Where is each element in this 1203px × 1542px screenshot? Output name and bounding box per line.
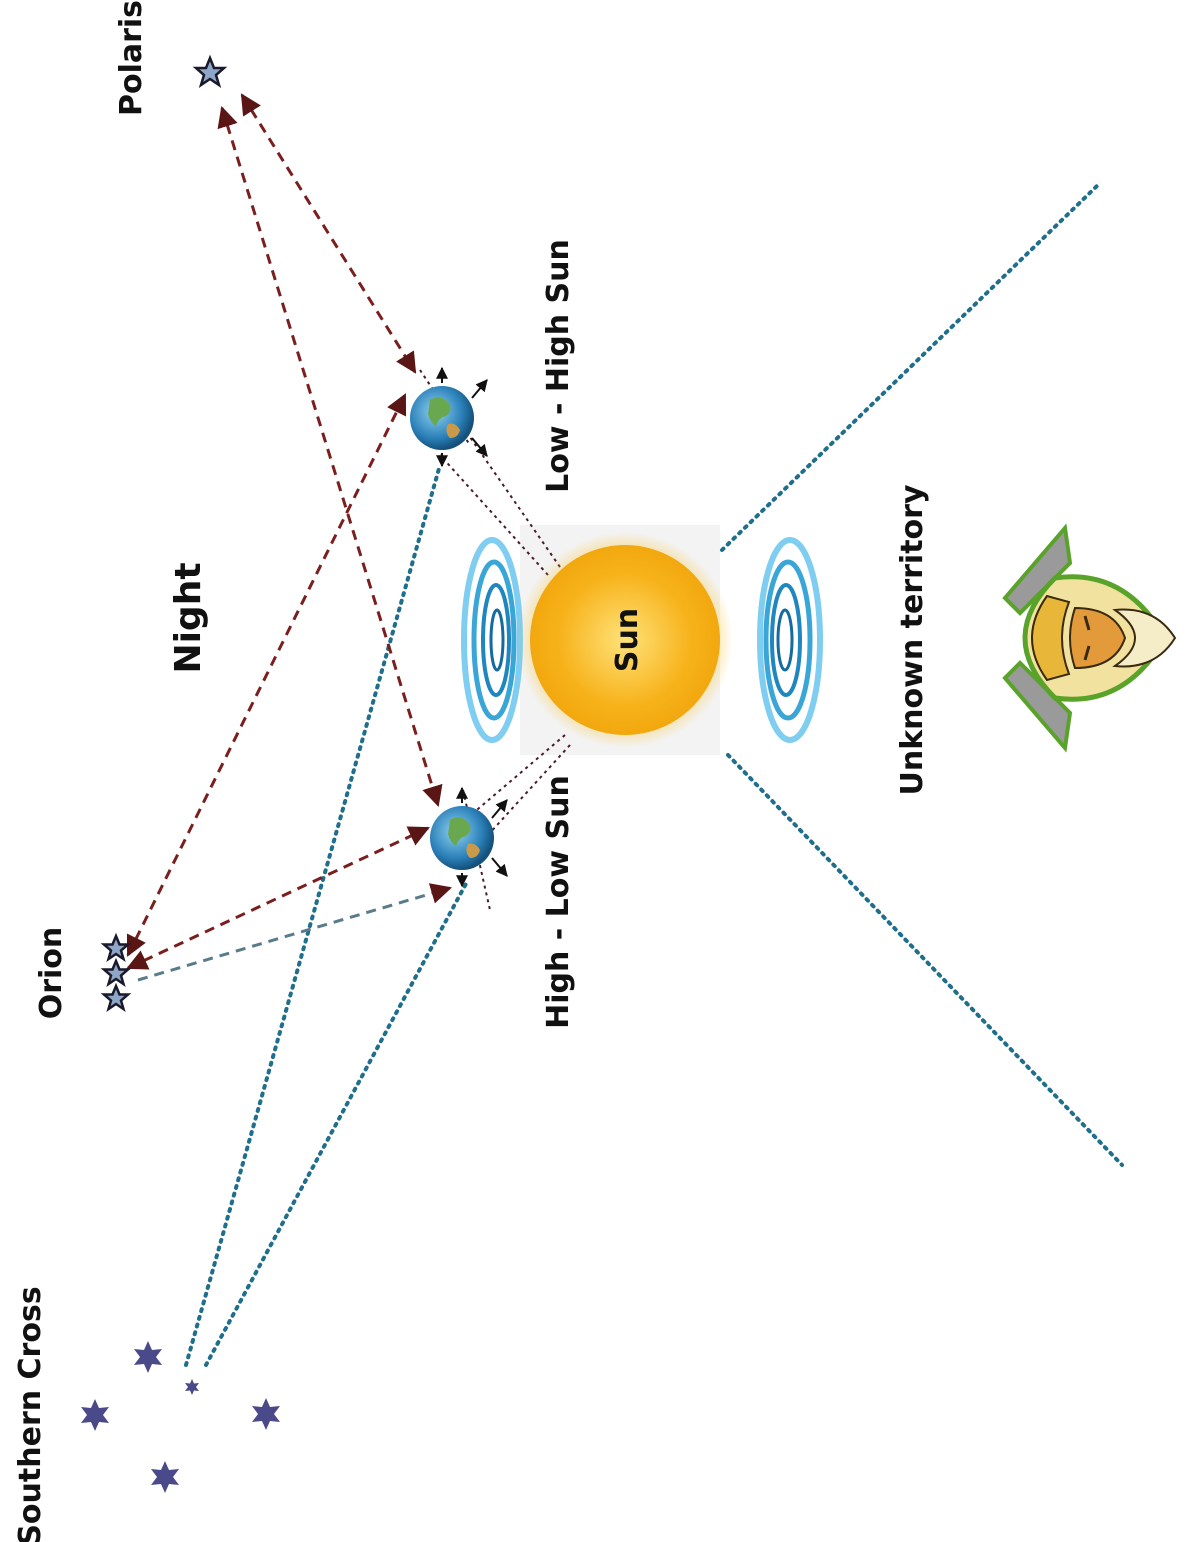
sight-line-orion-to-earth-upper bbox=[126, 393, 407, 957]
spiral-vortex-icon bbox=[757, 537, 823, 743]
earth-globe-icon bbox=[430, 786, 508, 888]
label-polaris: Polaris bbox=[114, 0, 149, 116]
label-orion: Orion bbox=[34, 927, 69, 1020]
label-sun: Sun bbox=[610, 608, 645, 672]
blue-sight-lines bbox=[184, 183, 1124, 1367]
spiral-vortex-icon bbox=[461, 537, 523, 743]
red-sight-lines bbox=[126, 93, 443, 970]
sight-line-southern-cross-to-earth-upper bbox=[184, 463, 442, 1367]
boundary-line-upper bbox=[720, 183, 1100, 552]
sight-line-polaris-to-earth-upper bbox=[240, 93, 417, 374]
southern-cross-star-icon bbox=[81, 1341, 280, 1493]
label-southern-cross: Southern Cross bbox=[13, 1286, 48, 1542]
sight-line-polaris-to-earth-lower bbox=[217, 105, 443, 808]
sight-line-orion-to-earth-lower-gray bbox=[137, 883, 453, 982]
label-unknown-territory: Unknown territory bbox=[895, 484, 930, 795]
sun-to-earth-lines bbox=[419, 369, 571, 911]
sun-icon bbox=[530, 545, 720, 735]
label-high-low-sun: High - Low Sun bbox=[541, 775, 576, 1029]
sight-line-orion-to-earth-lower bbox=[126, 826, 430, 970]
polaris-star-icon bbox=[192, 54, 228, 88]
label-low-high-sun: Low - High Sun bbox=[541, 239, 576, 493]
sight-line-southern-cross-to-earth-lower bbox=[204, 878, 470, 1367]
winged-emblem-icon bbox=[1002, 523, 1177, 753]
earth-globe-icon bbox=[410, 366, 488, 468]
orion-star-icon bbox=[100, 932, 132, 1012]
label-night: Night bbox=[168, 562, 209, 673]
boundary-line-lower bbox=[726, 753, 1124, 1167]
